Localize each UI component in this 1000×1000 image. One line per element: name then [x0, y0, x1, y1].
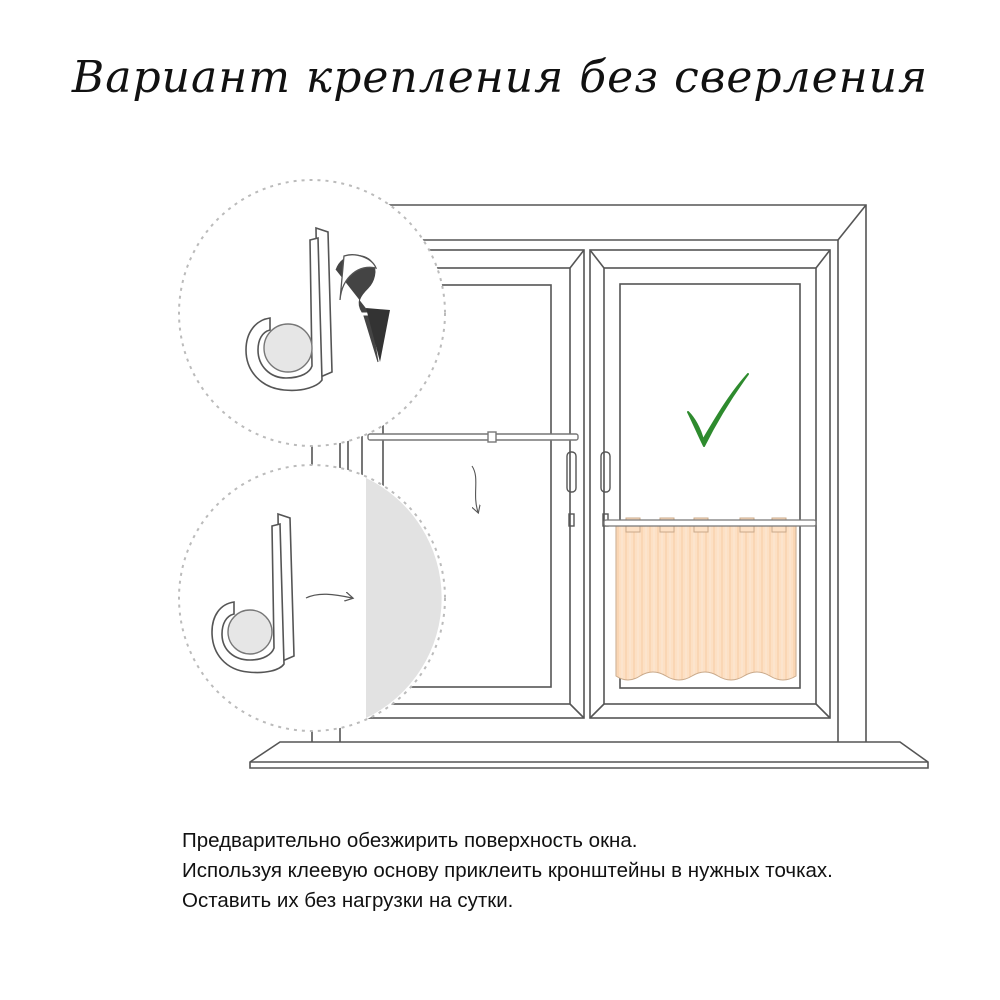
rod-right: [603, 519, 817, 527]
move-arrow-icon: [305, 594, 352, 598]
bracket-icon-2: [211, 512, 295, 674]
instruction-line: Используя клеевую основу приклеить кронш…: [182, 859, 833, 882]
page-title: Вариант крепления без сверления: [71, 52, 929, 103]
window: [249, 204, 929, 769]
instructions: Предварительно обезжирить поверхность ок…: [182, 826, 982, 916]
rod-left: [367, 431, 579, 443]
detail-circle-top: [178, 179, 446, 447]
right-sash: [589, 249, 831, 719]
checkmark-icon: [687, 373, 749, 447]
instruction-line: Оставить их без нагрузки на сутки.: [182, 889, 514, 912]
drop-arrow-icon: [471, 465, 478, 512]
window-sill: [249, 741, 929, 769]
curtain: [603, 517, 817, 681]
bracket-icon: [245, 226, 333, 392]
instruction-line: Предварительно обезжирить поверхность ок…: [182, 829, 638, 852]
detail-circle-bottom: [178, 464, 446, 732]
